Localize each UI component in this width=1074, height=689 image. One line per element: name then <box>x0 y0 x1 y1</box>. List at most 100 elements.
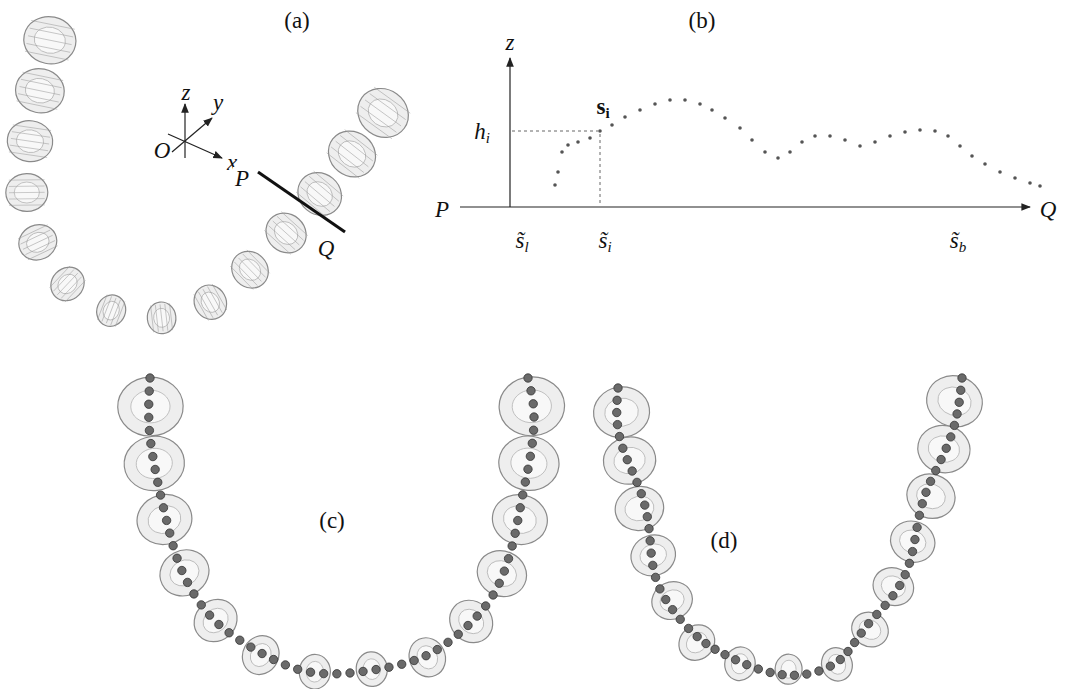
curve-point <box>958 374 966 382</box>
curve-point <box>145 387 153 395</box>
curve-point <box>643 513 651 521</box>
curve-point <box>826 662 834 670</box>
curve-point <box>922 488 930 496</box>
curve-point <box>333 670 341 678</box>
tooth <box>497 375 566 438</box>
curve-point <box>346 669 354 677</box>
curve-point <box>937 455 945 463</box>
dental-arches <box>5 12 989 689</box>
profile-point <box>553 183 557 187</box>
curve-point <box>444 638 452 646</box>
profile-point <box>946 134 950 138</box>
curve-point <box>145 413 153 421</box>
curve-point <box>359 667 367 675</box>
guide-lines <box>512 131 600 205</box>
tooth <box>12 64 69 117</box>
arc-length-label: s̃i <box>598 229 611 252</box>
tooth <box>44 260 91 307</box>
profile-point <box>763 150 767 154</box>
curve-point <box>372 665 380 673</box>
curve-point <box>500 567 508 575</box>
dental-arch <box>117 374 566 689</box>
curve-point <box>527 387 535 395</box>
curve-point <box>173 554 181 562</box>
tooth <box>152 541 217 604</box>
profile-point <box>556 170 560 174</box>
curve-point <box>628 467 636 475</box>
profile-point <box>873 140 877 144</box>
point-label: Q <box>1040 198 1057 221</box>
curve-point <box>526 452 534 460</box>
tooth <box>403 632 452 683</box>
curve-point <box>641 501 649 509</box>
curve-point <box>524 465 532 473</box>
curve-point <box>803 670 811 678</box>
dental-arch <box>5 12 418 335</box>
curve-point <box>178 566 186 574</box>
profile-point <box>858 144 862 148</box>
curve-point <box>844 647 852 655</box>
curve-point <box>529 400 537 408</box>
curve-point <box>146 374 154 382</box>
curve-point <box>633 478 641 486</box>
profile-point <box>560 150 564 154</box>
curve-point <box>190 590 198 598</box>
tooth <box>298 653 331 689</box>
curve-point <box>528 439 536 447</box>
tooth <box>13 218 63 266</box>
curve-point <box>947 433 955 441</box>
curve-point <box>693 632 701 640</box>
curve-point <box>901 570 909 578</box>
panel-label: (a) <box>284 9 310 32</box>
curve-point <box>454 630 462 638</box>
curve-point <box>911 535 919 543</box>
curve-point <box>918 499 926 507</box>
profile-point <box>828 134 832 138</box>
tooth <box>355 651 389 688</box>
curve-point <box>215 620 223 628</box>
curve-point <box>306 668 314 676</box>
curve-point <box>754 665 762 673</box>
curve-point <box>205 611 213 619</box>
curve-point <box>464 621 472 629</box>
profile-point <box>738 126 742 130</box>
tooth <box>258 205 315 261</box>
tooth <box>646 575 699 626</box>
panel-label: (c) <box>319 509 345 532</box>
panel-label: (b) <box>689 9 716 32</box>
curve-point <box>668 605 676 613</box>
curve-point <box>398 660 406 668</box>
arc-length-label: s̃l <box>515 229 528 252</box>
curve-point <box>613 408 621 416</box>
curve-point <box>873 610 881 618</box>
profile-point <box>800 140 804 144</box>
curve-point <box>197 601 205 609</box>
curve-point <box>156 491 164 499</box>
tooth <box>121 433 187 494</box>
profile-point <box>888 134 892 138</box>
tooth <box>131 488 197 550</box>
curve-point <box>154 478 162 486</box>
curve-point <box>953 410 961 418</box>
curve-point <box>247 643 255 651</box>
curve-point <box>613 396 621 404</box>
profile-point <box>710 108 714 112</box>
curve-point <box>619 444 627 452</box>
curve-point <box>790 671 798 679</box>
profile-point <box>1028 181 1032 185</box>
curve-point <box>236 636 244 644</box>
curve-point <box>614 384 622 392</box>
curve-point <box>145 426 153 434</box>
curve-point <box>524 374 532 382</box>
curve-point <box>913 523 921 531</box>
tooth <box>224 244 276 296</box>
point-label: P <box>233 167 251 190</box>
profile-points <box>553 98 1042 188</box>
curve-point <box>481 602 489 610</box>
curve-point <box>651 573 659 581</box>
tooth <box>901 467 962 525</box>
curve-point <box>731 656 739 664</box>
curve-point <box>433 645 441 653</box>
profile-point <box>668 98 672 102</box>
